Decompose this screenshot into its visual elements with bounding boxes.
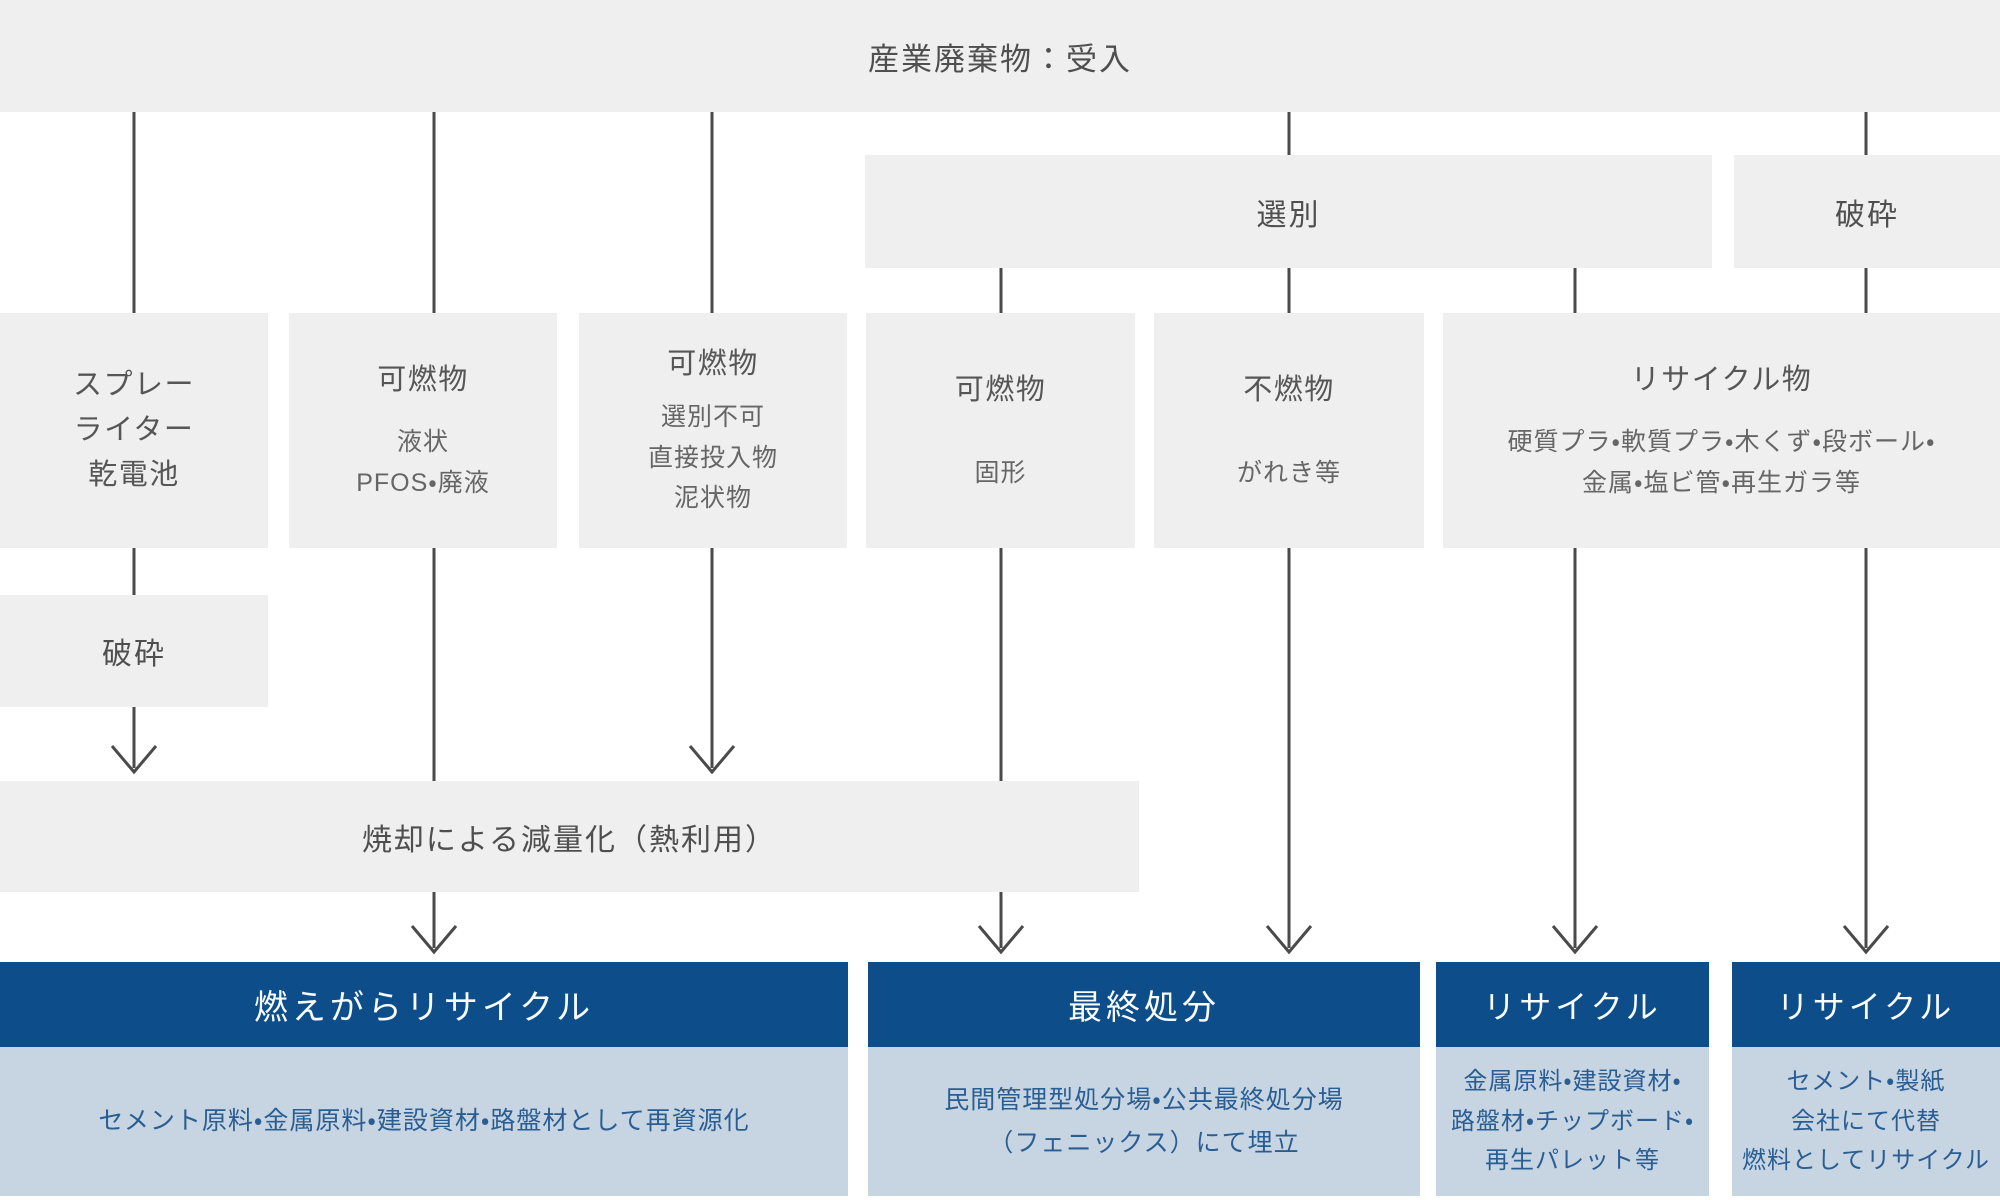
- node-combustible-direct-title: 可燃物: [667, 348, 759, 381]
- node-crushing-top-label: 破砕: [1835, 198, 1899, 232]
- node-spray-lighter-battery: スプレー ライター 乾電池: [0, 313, 268, 548]
- node-incombustible-title: 不燃物: [1243, 373, 1335, 406]
- node-spray-lighter-battery-title: スプレー ライター 乾電池: [72, 369, 195, 491]
- outcome-final-disposal-body: 民間管理型処分場・公共最終処分場 （フェニックス）にて埋立: [868, 1047, 1420, 1196]
- node-combustible-liquid-sub: 液状 PFOS・廃液: [356, 428, 490, 497]
- arrowhead-crushing-left-to-incineration: [110, 745, 158, 775]
- arrowhead-recyclable-to-recycle-1: [1551, 925, 1599, 955]
- node-combustible-direct-sub: 選別不可 直接投入物 泥状物: [647, 403, 778, 513]
- node-recyclable-title: リサイクル物: [1630, 363, 1813, 396]
- intake-header: 産業廃棄物：受入: [0, 0, 2000, 112]
- outcome-recycle-2-body: セメント・製紙 会社にて代替 燃料としてリサイクル: [1732, 1047, 2000, 1196]
- outcome-final-disposal-title: 最終処分: [1068, 989, 1220, 1027]
- outcome-ash-recycle-text: セメント原料・金属原料・建設資材・路盤材として再資源化: [98, 1107, 750, 1136]
- outcome-ash-recycle-header: 燃えがらリサイクル: [0, 962, 848, 1047]
- node-combustible-direct: 可燃物 選別不可 直接投入物 泥状物: [579, 313, 847, 548]
- outcome-recycle-1-title: リサイクル: [1483, 988, 1662, 1025]
- node-incineration-label: 焼却による減量化（熱利用）: [361, 823, 778, 857]
- arrowhead-recyclable-to-recycle-2: [1842, 925, 1890, 955]
- arrowhead-incineration-to-ash-recycle: [410, 925, 458, 955]
- node-incineration: 焼却による減量化（熱利用）: [0, 781, 1139, 892]
- node-combustible-solid: 可燃物 固形: [866, 313, 1135, 548]
- node-crushing-left-label: 破砕: [102, 638, 166, 671]
- arrowhead-direct-to-incineration: [688, 745, 736, 775]
- node-combustible-liquid-title: 可燃物: [377, 363, 469, 396]
- node-combustible-liquid: 可燃物 液状 PFOS・廃液: [289, 313, 557, 548]
- outcome-recycle-2-title: リサイクル: [1776, 988, 1956, 1025]
- node-incombustible-sub: がれき等: [1236, 458, 1341, 487]
- outcome-recycle-2-header: リサイクル: [1732, 962, 2000, 1047]
- node-crushing-top: 破砕: [1734, 155, 2000, 268]
- node-sorting-label: 選別: [1256, 198, 1321, 232]
- outcome-final-disposal-text: 民間管理型処分場・公共最終処分場 （フェニックス）にて埋立: [944, 1086, 1344, 1157]
- outcome-final-disposal-header: 最終処分: [868, 962, 1420, 1047]
- node-recyclable-sub: 硬質プラ・軟質プラ・木くず・段ボール・ 金属・塩ビ管・再生ガラ等: [1507, 428, 1936, 497]
- outcome-recycle-1-body: 金属原料・建設資材・ 路盤材・チップボード・ 再生パレット等: [1436, 1047, 1709, 1196]
- node-incombustible: 不燃物 がれき等: [1154, 313, 1424, 548]
- arrowhead-incombustible-to-final-disposal: [1265, 925, 1313, 955]
- node-combustible-solid-sub: 固形: [974, 458, 1027, 487]
- intake-title: 産業廃棄物：受入: [868, 41, 1132, 77]
- node-recyclable: リサイクル物 硬質プラ・軟質プラ・木くず・段ボール・ 金属・塩ビ管・再生ガラ等: [1443, 313, 2000, 548]
- outcome-recycle-1-text: 金属原料・建設資材・ 路盤材・チップボード・ 再生パレット等: [1450, 1067, 1695, 1175]
- node-crushing-left: 破砕: [0, 595, 268, 707]
- outcome-recycle-2-text: セメント・製紙 会社にて代替 燃料としてリサイクル: [1741, 1067, 1991, 1175]
- node-combustible-solid-title: 可燃物: [954, 373, 1047, 406]
- outcome-ash-recycle-body: セメント原料・金属原料・建設資材・路盤材として再資源化: [0, 1047, 848, 1196]
- outcome-recycle-1-header: リサイクル: [1436, 962, 1709, 1047]
- outcome-ash-recycle-title: 燃えがらリサイクル: [253, 989, 595, 1027]
- arrowhead-solid-to-final-disposal: [977, 925, 1025, 955]
- node-sorting: 選別: [865, 155, 1712, 268]
